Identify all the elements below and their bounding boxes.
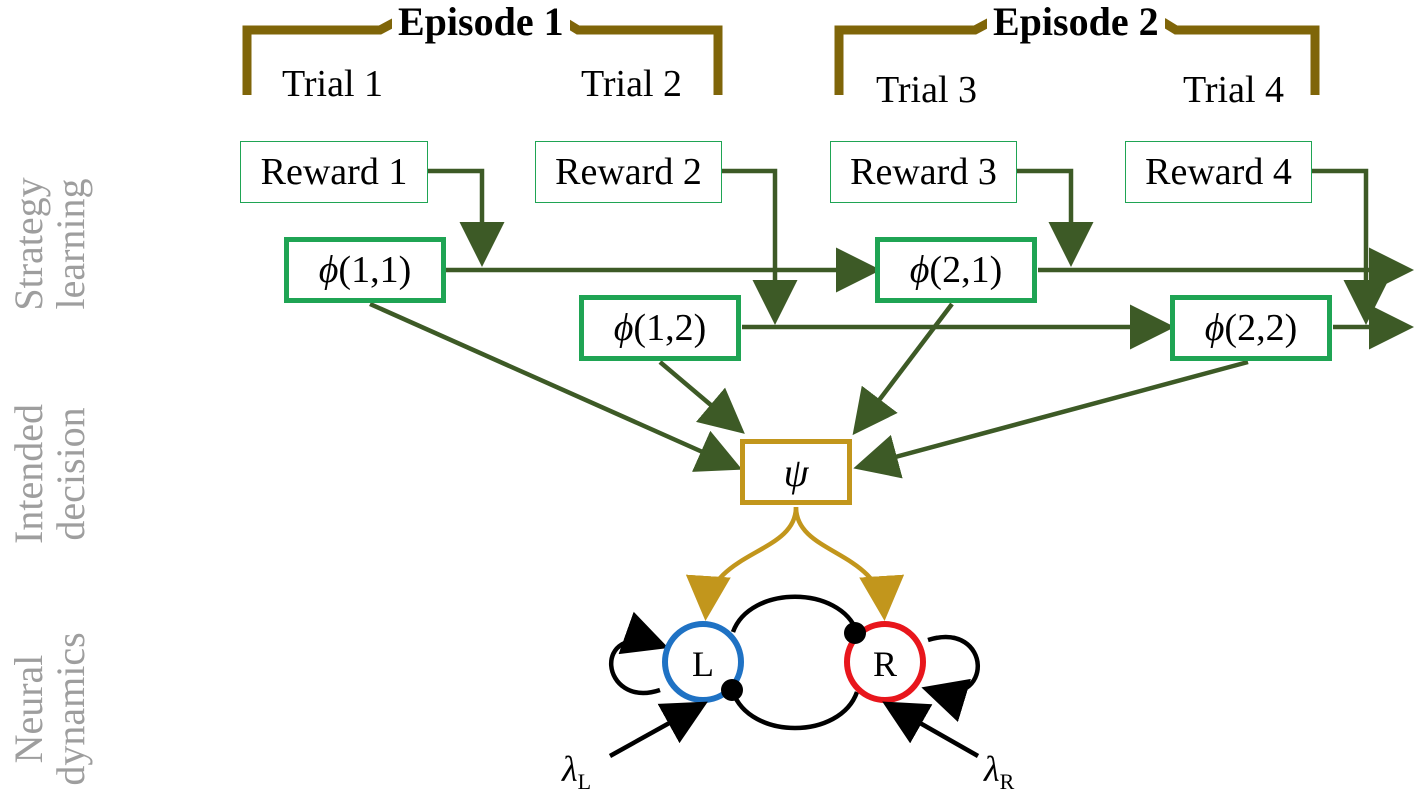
trial-3-label: Trial 3 [876, 69, 978, 111]
inhibitory-terminal-on-L [721, 679, 743, 701]
reward-4-box: Reward 4 [1125, 141, 1312, 203]
episode-2-title: Episode 2 [987, 0, 1165, 45]
psi-to-R-arrow [793, 506, 905, 621]
lambda-L-label: λL [562, 749, 592, 795]
neuron-L [662, 621, 744, 703]
R-to-L-inhibition-arc [730, 594, 860, 633]
phi-symbol: ϕ [318, 249, 339, 291]
episode-1-bracket [242, 18, 723, 95]
phi-args: (1,1) [338, 249, 412, 291]
lambda-R-input-arrow [882, 701, 980, 758]
neural-circuit [608, 594, 980, 758]
reward-2-box: Reward 2 [535, 141, 722, 203]
episode-1-title: Episode 1 [392, 0, 570, 45]
neuron-R-label: R [872, 644, 897, 684]
phi11-to-psi-arrow [369, 301, 743, 472]
lambda-R-label: λR [984, 749, 1015, 795]
phi-1-2-box: ϕ(1,2) [579, 295, 741, 361]
neuron-R [844, 621, 926, 703]
phi-1-1-box: ϕ(1,1) [284, 237, 446, 303]
trial-2-label: Trial 2 [581, 63, 683, 105]
trial-1-label: Trial 1 [282, 63, 384, 105]
psi-to-L-arrow [685, 506, 799, 621]
phi-args: (2,1) [929, 249, 1003, 291]
reward-1-box: Reward 1 [240, 141, 428, 203]
L-to-R-inhibition-arc [730, 691, 860, 731]
phi22-to-psi-arrow [853, 359, 1249, 479]
phi-symbol: ϕ [1204, 307, 1225, 349]
phi12-to-psi-arrow [658, 360, 745, 434]
phi-2-2-box: ϕ(2,2) [1170, 295, 1332, 361]
phi-args: (2,2) [1224, 307, 1298, 349]
reward-3-box: Reward 3 [830, 141, 1017, 203]
lambda-L-input-arrow [608, 701, 708, 758]
episode-2-bracket [834, 18, 1320, 95]
phi21-to-psi-arrow [852, 302, 954, 436]
R-self-loop [921, 634, 980, 722]
trial-4-label: Trial 4 [1183, 69, 1285, 111]
phi-args: (1,2) [633, 307, 707, 349]
phi-symbol: ϕ [613, 307, 634, 349]
inhibitory-terminal-on-R [844, 622, 866, 644]
reward3-to-phi21-arrow [1017, 168, 1094, 267]
reward2-to-phi12-arrow [722, 168, 798, 325]
reward4-to-phi22-arrow [1312, 168, 1389, 325]
phi-2-1-box: ϕ(2,1) [875, 237, 1037, 303]
L-self-loop [609, 611, 669, 696]
reward1-to-phi11-arrow [428, 168, 505, 267]
neuron-L-label: L [692, 644, 714, 684]
psi-box: ψ [740, 439, 852, 505]
phi-symbol: ϕ [909, 249, 930, 291]
